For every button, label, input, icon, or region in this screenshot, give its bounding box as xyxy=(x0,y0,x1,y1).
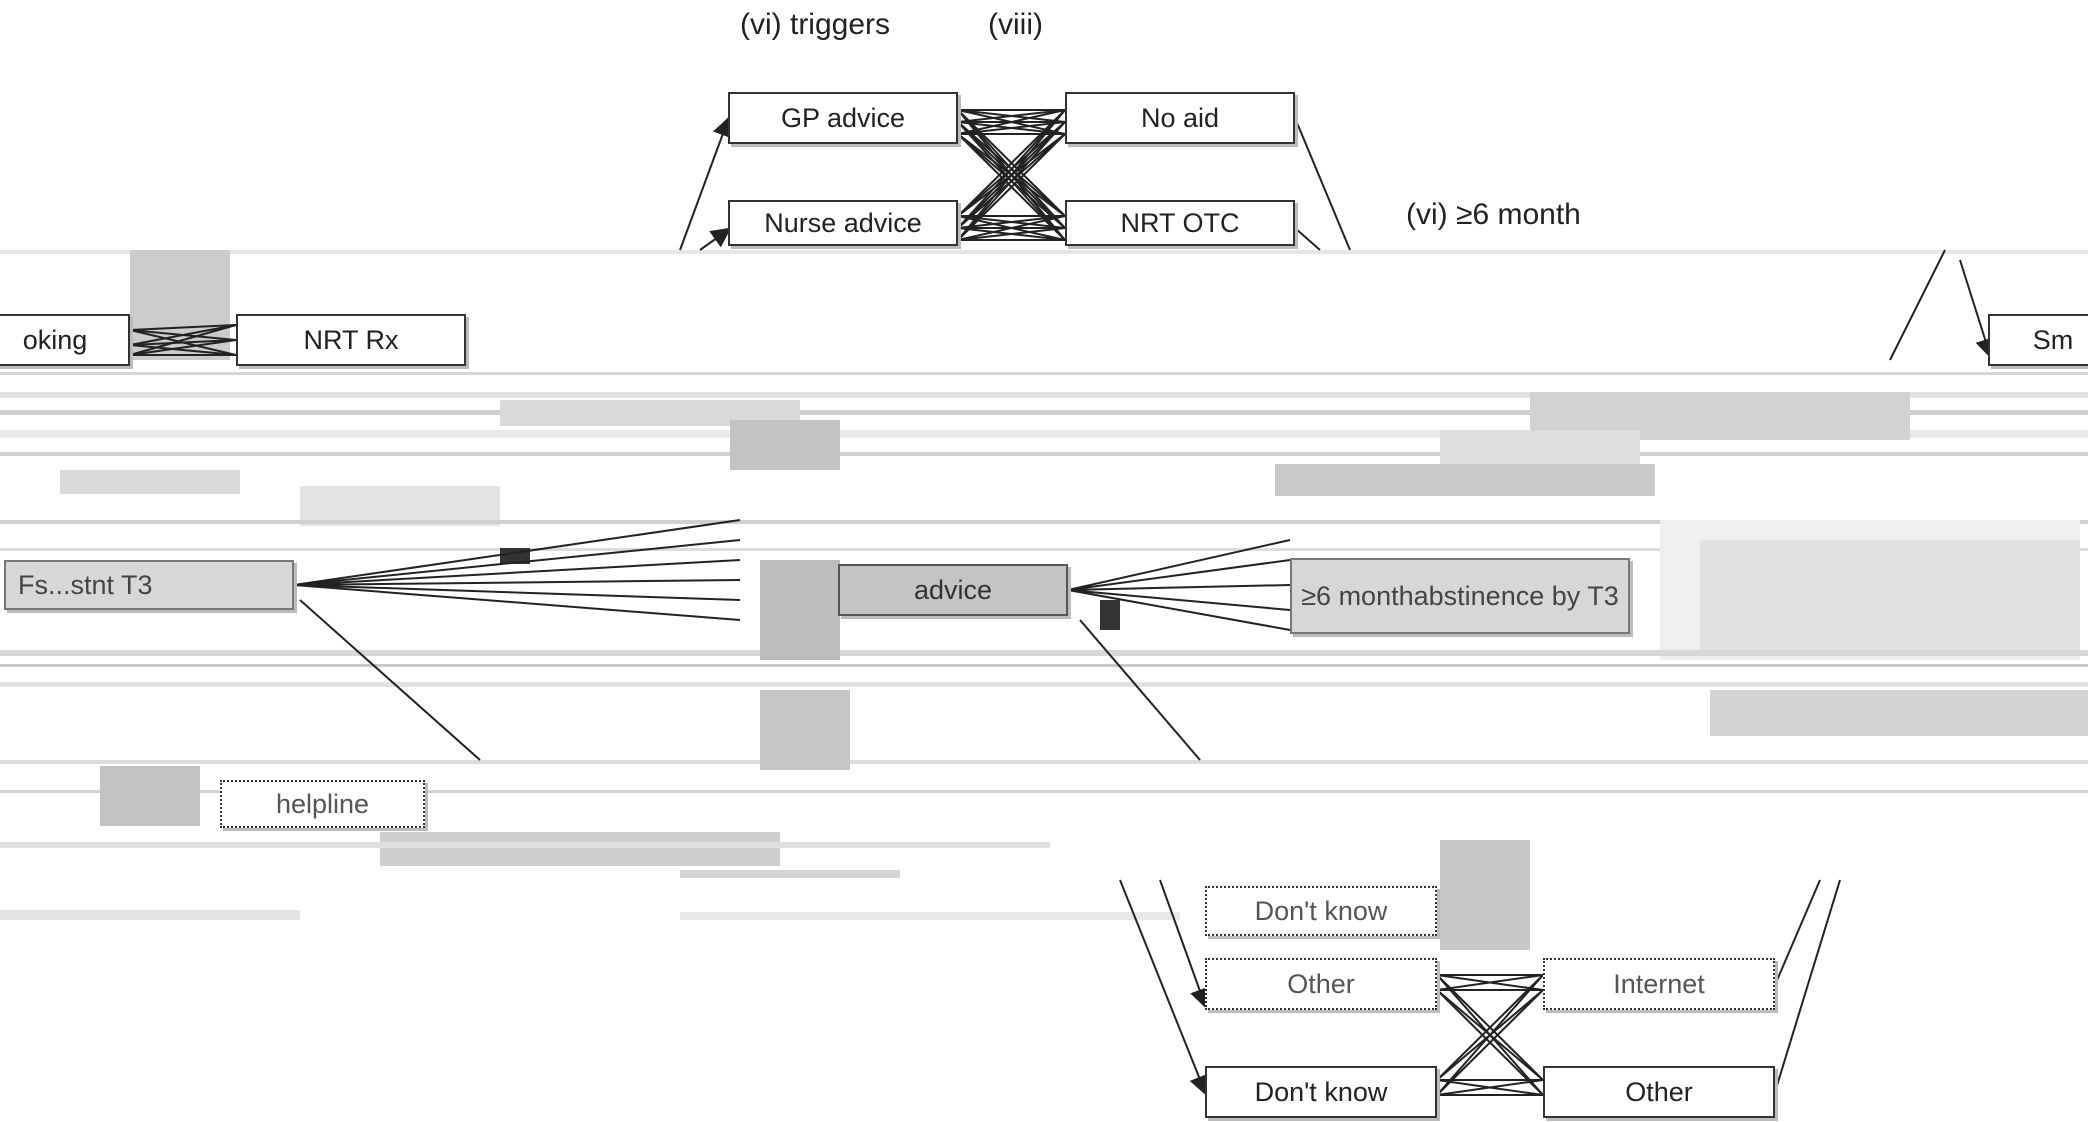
distortion-band-30 xyxy=(100,766,200,826)
fan-left-5 xyxy=(294,585,740,620)
arrow-to-nurse-advice xyxy=(700,230,728,250)
distortion-band-29 xyxy=(760,690,850,770)
line-other-right-up xyxy=(1775,880,1840,1092)
box-other-right: Other xyxy=(1543,1066,1775,1118)
distortion-band-31 xyxy=(1440,840,1530,950)
arrow-to-other-left xyxy=(1160,880,1205,1005)
distortion-band-5 xyxy=(0,452,2088,456)
fan-left-0 xyxy=(294,520,740,585)
line-sm-a xyxy=(1890,250,1945,360)
arrow-to-gp-advice xyxy=(680,120,728,250)
box-dont-know: Don't know xyxy=(1205,1066,1437,1118)
fan-left-1 xyxy=(294,540,740,585)
line-left-down xyxy=(300,600,480,760)
distortion-band-19 xyxy=(1710,690,2088,736)
box-sm: Sm xyxy=(1988,314,2088,366)
distortion-band-28 xyxy=(760,560,840,660)
header-viii: (viii) xyxy=(988,8,1043,42)
box-nrt-rx: NRT Rx xyxy=(236,314,466,366)
line-right-down xyxy=(1080,620,1200,760)
box-smoking: oking xyxy=(0,314,130,366)
distortion-band-24 xyxy=(680,870,900,878)
box-nrt-otc: NRT OTC xyxy=(1065,200,1295,246)
header-triggers: (vi) triggers xyxy=(740,8,890,42)
box-gp-advice: GP advice xyxy=(728,92,958,144)
header-six-month: (vi) ≥6 month xyxy=(1406,198,1581,232)
line-nrt-otc-out xyxy=(1295,228,1320,250)
distortion-band-34 xyxy=(1100,600,1120,630)
distortion-band-26 xyxy=(680,912,1180,920)
distortion-band-0 xyxy=(0,250,2088,254)
arrow-to-sm xyxy=(1960,260,1990,355)
fan-left-4 xyxy=(294,585,740,600)
distortion-band-15 xyxy=(1700,540,2080,650)
distortion-band-8 xyxy=(1440,430,1640,464)
box-helpline: helpline xyxy=(220,780,425,828)
box-left-mid: Fs...stnt T3 xyxy=(4,560,294,610)
box-bottom-row1-left: Don't know xyxy=(1205,886,1437,936)
distortion-band-1 xyxy=(0,372,2088,375)
distortion-band-18 xyxy=(0,682,2088,687)
distortion-band-25 xyxy=(0,910,300,920)
box-nurse-advice: Nurse advice xyxy=(728,200,958,246)
distortion-band-16 xyxy=(0,650,2088,656)
distortion-band-9 xyxy=(60,470,240,494)
line-no-aid-out xyxy=(1295,118,1350,250)
six-month-line2: abstinence by T3 xyxy=(1414,581,1619,611)
box-other-left: Other xyxy=(1205,958,1437,1010)
distortion-band-22 xyxy=(380,832,780,866)
distortion-band-17 xyxy=(0,664,2088,667)
box-six-month-abstinence: ≥6 month abstinence by T3 xyxy=(1290,558,1630,634)
box-internet: Internet xyxy=(1543,958,1775,1010)
distortion-band-7 xyxy=(1275,464,1655,496)
arrow-to-dont-know xyxy=(1120,880,1205,1092)
distortion-band-27 xyxy=(730,420,840,470)
distortion-band-23 xyxy=(0,842,1050,848)
box-no-aid: No aid xyxy=(1065,92,1295,144)
box-mid: advice xyxy=(838,564,1068,616)
six-month-line1: ≥6 month xyxy=(1301,581,1413,611)
distortion-band-20 xyxy=(0,760,2088,764)
